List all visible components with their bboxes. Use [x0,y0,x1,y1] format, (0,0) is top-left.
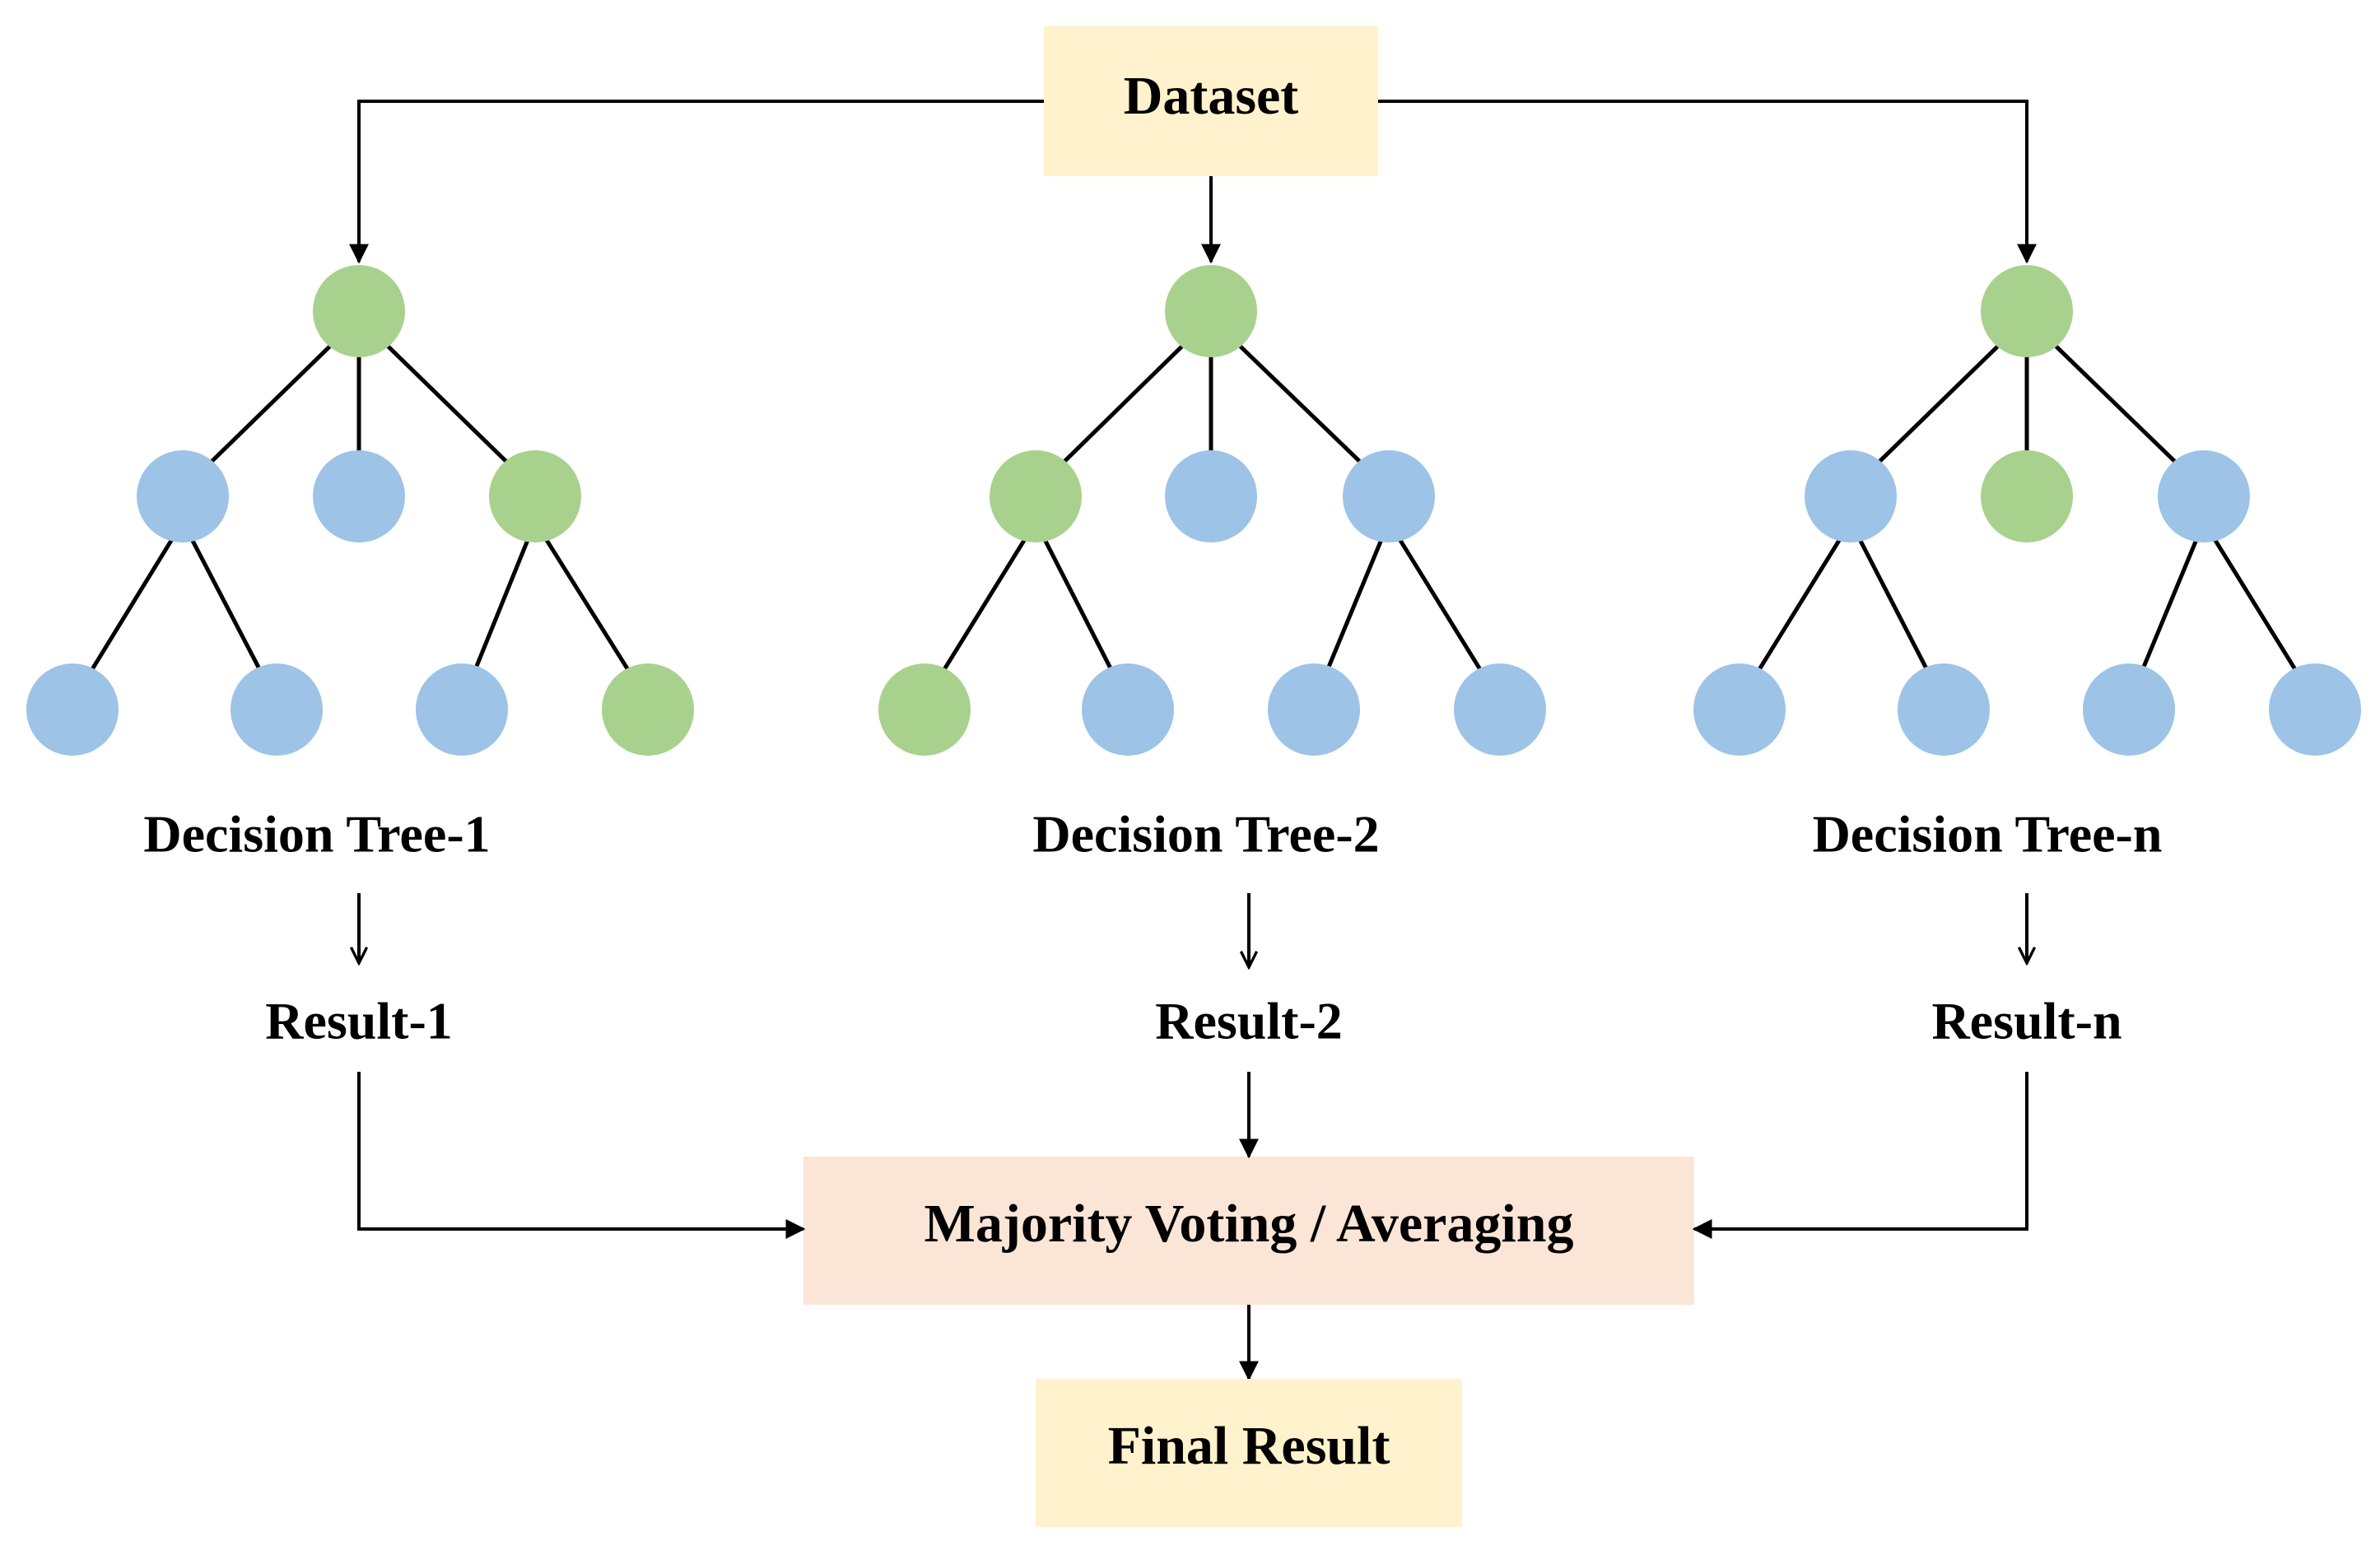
tree-2-level2-node-4 [1454,663,1546,756]
result-connectors [357,1072,2028,1239]
dataset-box-bg [1044,26,1378,176]
tree-2-edge-l1-1-l2-1 [933,520,1038,686]
resultn-to-aggregate-arrow [1692,1072,2028,1239]
tree-3-level2-node-1 [1693,663,1786,756]
tree-3-edge-root-3 [2044,335,2187,473]
tree-3-level2-node-4 [2269,663,2361,756]
tree-3-edge-l1-3-l2-3 [2134,520,2206,686]
tree-2-root-node [1165,265,1257,357]
tree-1-edge-l1-1-l2-1 [81,520,185,686]
tree-1-label: Decision Tree-1 [143,805,490,864]
tree-1-level2-node-1 [26,663,119,756]
tree-3-level2-node-3 [2083,663,2175,756]
tree-1-level1-node-3 [489,450,581,542]
tree-3-edge-l1-1-l2-1 [1748,520,1853,686]
tree-2-edge-l1-3-l2-3 [1319,520,1391,686]
dataset-to-treen-arrow [1378,100,2037,264]
tree-2-edge-root-1 [1053,335,1194,473]
tree-2-level2-node-1 [878,663,971,756]
tree-2-level1-node-2 [1165,450,1257,542]
tree-2-edge-l1-1-l2-2 [1033,520,1121,686]
final-result-label: Final Result [1108,1416,1390,1476]
tree-1-level2-node-4 [602,663,694,756]
tree-2-level1-node-3 [1343,450,1435,542]
tree-2-level1-node-1 [990,450,1082,542]
tree-1-root-node [313,265,405,357]
tree-1-edge-root-3 [376,335,518,473]
tree-1-result: Result-1 [265,992,453,1050]
tree-1-level1-node-2 [313,450,405,542]
tree-2-result: Result-2 [1155,992,1343,1050]
tree-1-level2-node-3 [416,663,508,756]
tree-3-edge-root-1 [1868,335,2010,473]
aggregate-label: Majority Voting / Averaging [925,1194,1574,1254]
tree-n-result: Result-n [1931,992,2122,1050]
final-result-box: Final Result [1036,1379,1462,1527]
tree-3-level1-node-3 [2158,450,2250,542]
decision-tree-2 [878,265,1546,756]
decision-tree-3 [1693,265,2361,756]
tree-2-level2-node-3 [1268,663,1360,756]
tree-3-root-node [1981,265,2073,357]
tree-3-level1-node-2 [1981,450,2073,542]
result1-to-aggregate-arrow [357,1072,806,1239]
tree-1-caption: Decision Tree-1 Result-1 [143,805,490,1050]
tree-2-level2-node-2 [1082,663,1174,756]
tree-3-edge-l1-1-l2-2 [1848,520,1937,686]
tree-2-label: Decision Tree-2 [1032,805,1379,864]
tree-1-level1-node-1 [137,450,229,542]
tree-1-edge-root-1 [200,335,342,473]
tree-2-edge-root-3 [1228,335,1372,473]
aggregate-box-bg [803,1157,1694,1305]
tree-2-edge-l1-3-l2-4 [1386,520,1492,686]
tree-2-caption: Decision Tree-2 Result-2 [1032,805,1379,1050]
decision-tree-1 [26,265,694,756]
tree-n-label: Decision Tree-n [1813,805,2163,864]
aggregate-box: Majority Voting / Averaging [803,1157,1694,1305]
trees [26,265,2361,756]
tree-3-edge-l1-3-l2-4 [2201,520,2307,686]
dataset-box: Dataset [1044,26,1378,176]
dataset-to-tree1-arrow [349,100,1044,264]
tree-n-caption: Decision Tree-n Result-n [1813,805,2163,1050]
tree-3-level1-node-1 [1805,450,1897,542]
tree-1-level2-node-2 [231,663,323,756]
dataset-label: Dataset [1124,66,1299,126]
tree-3-level2-node-2 [1898,663,1990,756]
dataset-connectors [349,100,2037,264]
tree-1-edge-l1-3-l2-3 [467,520,538,686]
final-result-box-bg [1036,1379,1462,1527]
tree-1-edge-l1-1-l2-2 [180,520,269,686]
tree-1-edge-l1-3-l2-4 [533,520,640,686]
